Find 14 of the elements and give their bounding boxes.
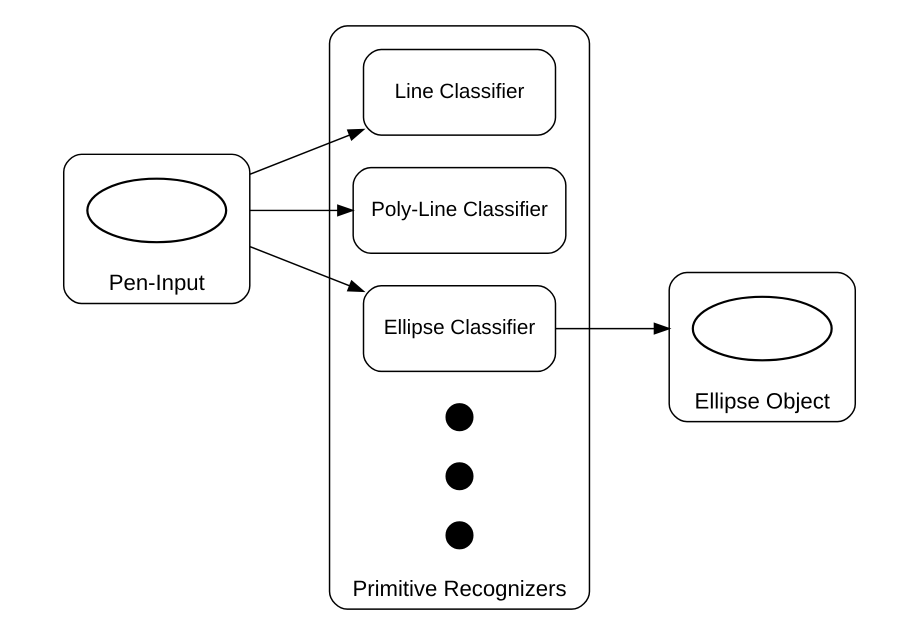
node-box: Ellipse Classifier (362, 285, 556, 372)
node-circle (445, 521, 474, 550)
node-box: Line Classifier (362, 48, 556, 136)
node-box: Poly-Line Classifier (352, 166, 567, 254)
node-ellipse (86, 178, 228, 244)
node-circle (445, 403, 474, 432)
node-circle (445, 462, 474, 490)
arrow (250, 128, 366, 176)
arrow (556, 322, 672, 335)
arrow (250, 246, 366, 292)
arrow (250, 204, 355, 217)
cluster: Pen-Input (62, 154, 251, 304)
cluster: Ellipse Object (668, 272, 856, 422)
node-ellipse (692, 296, 833, 362)
